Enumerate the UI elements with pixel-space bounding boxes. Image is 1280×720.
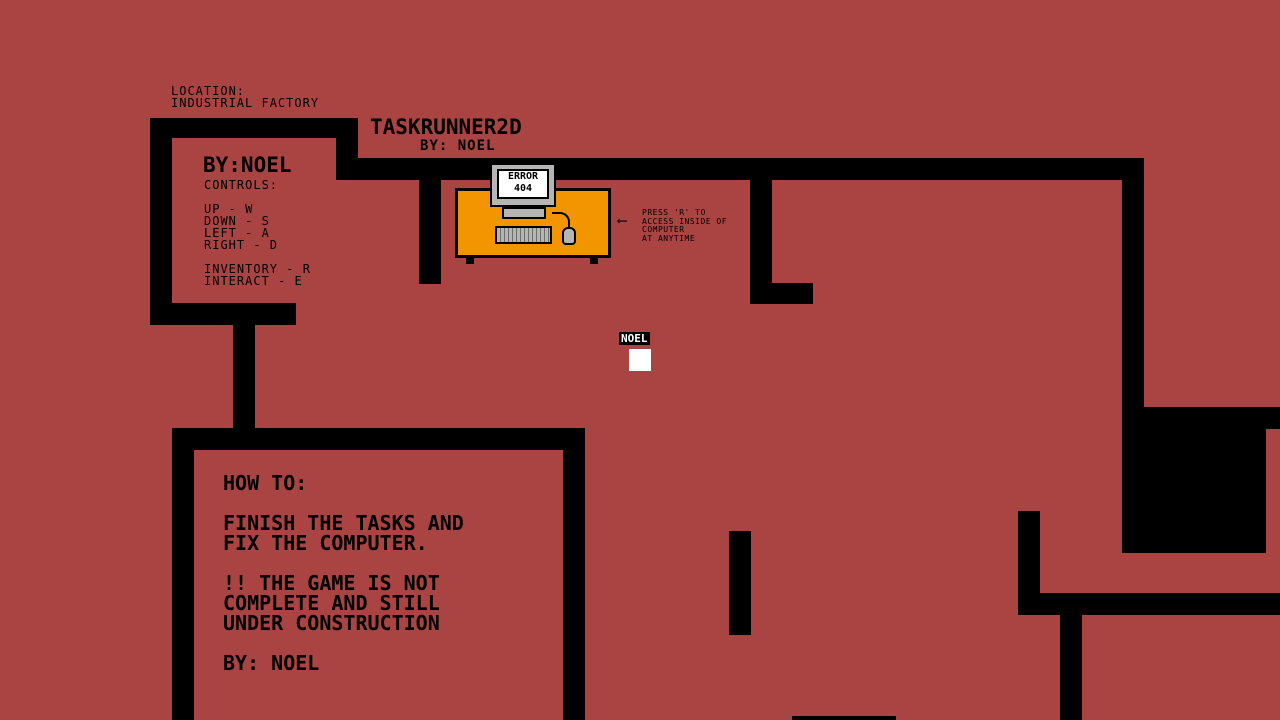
computer-hint: PRESS 'R' TO ACCESS INSIDE OF COMPUTER A… xyxy=(642,208,728,243)
controls-actions-list: INVENTORY - R INTERACT - E xyxy=(204,263,311,287)
location-value: INDUSTRIAL FACTORY xyxy=(171,96,320,110)
howto-instructions: FINISH THE TASKS AND FIX THE COMPUTER. xyxy=(223,511,464,555)
control-up: UP - W xyxy=(204,202,254,216)
controls-movement-list: UP - W DOWN - S LEFT - A RIGHT - D xyxy=(204,203,278,251)
control-inventory: INVENTORY - R xyxy=(204,262,311,276)
controls-heading: CONTROLS: xyxy=(204,178,279,192)
controls-author: BY:NOEL xyxy=(203,153,292,177)
monitor: ERROR 404 xyxy=(490,163,556,207)
control-interact: INTERACT - E xyxy=(204,274,303,288)
monitor-screen: ERROR 404 xyxy=(497,169,549,199)
desk-leg-left xyxy=(466,256,474,264)
screen-line-2: 404 xyxy=(513,183,533,194)
hint-arrow-icon: ⟵ xyxy=(618,213,627,229)
monitor-stand xyxy=(502,207,546,219)
location-label-text: LOCATION: xyxy=(171,84,246,98)
player-character[interactable] xyxy=(629,349,651,371)
control-down: DOWN - S xyxy=(204,214,270,228)
screen-line-1: ERROR xyxy=(507,171,539,182)
game-byline: BY: NOEL xyxy=(420,138,496,154)
howto-warning: !! THE GAME IS NOT COMPLETE AND STILL UN… xyxy=(223,571,440,635)
player-name-tag: NOEL xyxy=(619,332,650,345)
keyboard-icon xyxy=(495,226,552,244)
howto-heading: HOW TO: xyxy=(223,471,308,495)
control-left: LEFT - A xyxy=(204,226,270,240)
game-title: TASKRUNNER2D xyxy=(370,115,522,139)
mouse-icon xyxy=(562,227,576,245)
howto-author: BY: NOEL xyxy=(223,651,320,675)
desk-leg-right xyxy=(590,256,598,264)
mouse-cable xyxy=(552,212,570,230)
location-label: LOCATION: INDUSTRIAL FACTORY xyxy=(171,85,319,109)
control-right: RIGHT - D xyxy=(204,238,279,252)
